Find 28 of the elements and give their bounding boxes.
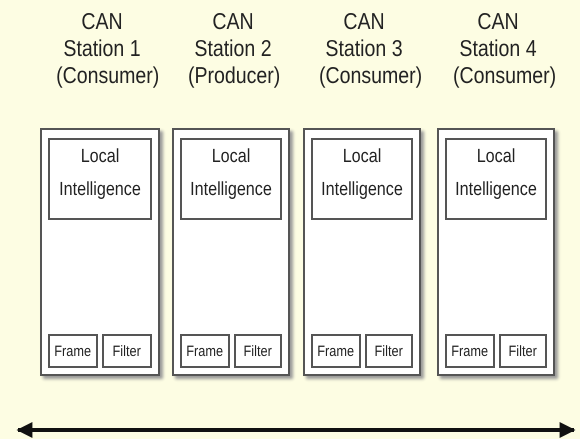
intelligence-box — [48, 138, 152, 220]
register-label: Frame — [452, 342, 488, 360]
station-heading: CAN Station 4 (Consumer) — [452, 8, 557, 90]
register-label: Filter — [508, 342, 538, 360]
register-box — [499, 334, 547, 368]
register-label: Frame — [318, 342, 354, 360]
register-box — [445, 334, 495, 368]
intelligence-box — [445, 138, 547, 220]
register-box — [311, 334, 361, 368]
register-box — [102, 334, 152, 368]
intelligence-box — [180, 138, 282, 220]
register-label: Frame — [186, 342, 224, 360]
register-box — [365, 334, 413, 368]
intelligence-box — [311, 138, 413, 220]
register-label: Filter — [244, 342, 272, 360]
unit-label: Local Intelligence — [454, 145, 538, 202]
register-label: Filter — [374, 342, 404, 360]
station-heading: CAN Station 1 (Consumer) — [55, 8, 160, 90]
unit-label: Local Intelligence — [320, 145, 404, 202]
station-heading: CAN Station 2 (Producer) — [186, 8, 282, 90]
register-box — [48, 334, 98, 368]
register-label: Filter — [112, 342, 142, 360]
register-label: Frame — [54, 342, 92, 360]
station-heading: CAN Station 3 (Consumer) — [318, 8, 423, 90]
unit-label: Local Intelligence — [58, 145, 142, 202]
register-box — [234, 334, 282, 368]
unit-label: Local Intelligence — [189, 145, 273, 202]
register-box — [180, 334, 230, 368]
